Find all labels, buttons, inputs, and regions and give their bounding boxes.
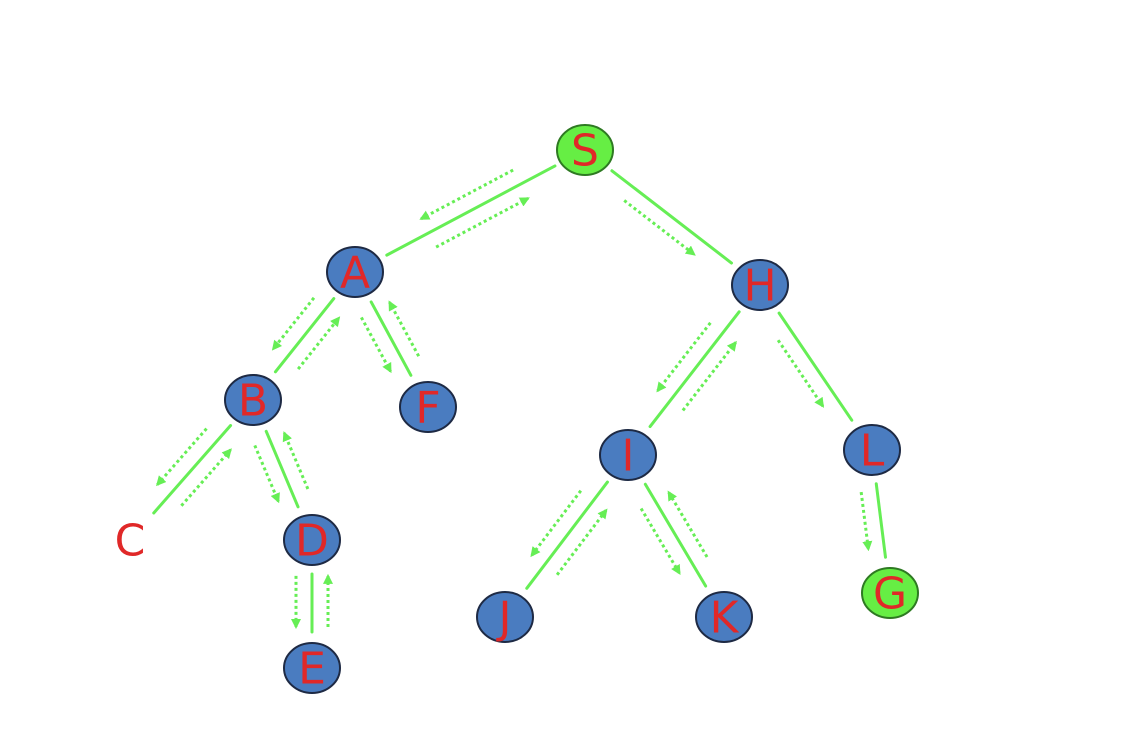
traversal-arrow-l-to-g	[859, 491, 873, 552]
traversal-arrow-b-to-c	[156, 427, 208, 487]
edge-i-k	[643, 482, 708, 588]
node-s-label: S	[571, 126, 599, 177]
node-b: B	[224, 374, 282, 427]
node-d-label: D	[295, 516, 329, 567]
node-f-circle	[399, 381, 457, 433]
traversal-arrow-d-to-b	[282, 431, 310, 490]
edge-h-i	[648, 310, 741, 429]
node-l-label: L	[860, 426, 885, 477]
traversal-arrow-k-to-i	[667, 490, 709, 558]
node-c: C	[115, 516, 146, 567]
traversal-arrows-layer	[156, 168, 873, 630]
node-f-label: F	[415, 383, 440, 434]
node-k: K	[695, 591, 753, 644]
edges-layer	[152, 164, 888, 634]
node-a: A	[326, 246, 384, 299]
edge-a-f	[369, 300, 413, 377]
node-a-label: A	[340, 248, 370, 299]
node-d: D	[283, 514, 341, 567]
edge-i-j	[525, 480, 609, 590]
traversal-arrow-s-to-a	[419, 168, 514, 221]
node-j-circle	[476, 591, 534, 643]
node-k-label: K	[710, 593, 740, 644]
edge-l-g	[874, 482, 888, 559]
node-l-circle	[843, 424, 901, 476]
node-g: G	[861, 567, 919, 620]
traversal-arrow-b-to-d	[253, 444, 280, 504]
edge-b-c	[152, 424, 233, 515]
node-h-label: H	[743, 261, 776, 312]
traversal-arrow-h-to-l	[776, 339, 825, 408]
node-i: I	[599, 429, 657, 482]
node-j-label: J	[496, 593, 512, 644]
node-g-circle	[861, 567, 919, 619]
traversal-arrow-i-to-h	[681, 340, 737, 412]
node-i-label: I	[622, 431, 635, 482]
traversal-arrow-a-to-s	[435, 196, 530, 249]
edge-b-d	[264, 429, 300, 509]
traversal-arrow-i-to-j	[530, 489, 583, 558]
node-l: L	[843, 424, 901, 477]
node-d-circle	[283, 514, 341, 566]
node-s: S	[556, 124, 614, 177]
edge-a-b	[273, 297, 336, 374]
edge-s-a	[385, 164, 557, 257]
traversal-arrow-j-to-i	[555, 508, 608, 576]
node-e-circle	[283, 642, 341, 694]
traversal-arrow-i-to-k	[639, 507, 681, 576]
node-k-circle	[695, 591, 753, 643]
node-g-label: G	[873, 569, 907, 620]
traversal-arrow-c-to-b	[180, 448, 232, 507]
edge-s-h	[610, 169, 733, 265]
traversal-arrow-h-to-i	[656, 321, 712, 393]
node-c-label: C	[115, 516, 146, 567]
traversal-arrow-f-to-a	[388, 300, 421, 357]
node-f: F	[399, 381, 457, 434]
node-h: H	[731, 259, 789, 312]
node-h-circle	[731, 259, 789, 311]
node-i-circle	[599, 429, 657, 481]
node-j: J	[476, 591, 534, 644]
traversal-arrow-a-to-f	[360, 316, 392, 374]
node-e: E	[283, 642, 341, 695]
node-b-circle	[224, 374, 282, 426]
node-s-circle	[556, 124, 614, 176]
traversal-arrow-s-to-h	[623, 199, 696, 256]
node-a-circle	[326, 246, 384, 298]
node-e-label: E	[298, 644, 326, 695]
node-b-label: B	[238, 376, 268, 427]
traversal-arrow-b-to-a	[296, 316, 341, 370]
traversal-arrow-a-to-b	[271, 296, 316, 351]
nodes-layer: S A H B F C D E I L J K G	[115, 124, 919, 695]
edge-h-l	[777, 311, 854, 422]
